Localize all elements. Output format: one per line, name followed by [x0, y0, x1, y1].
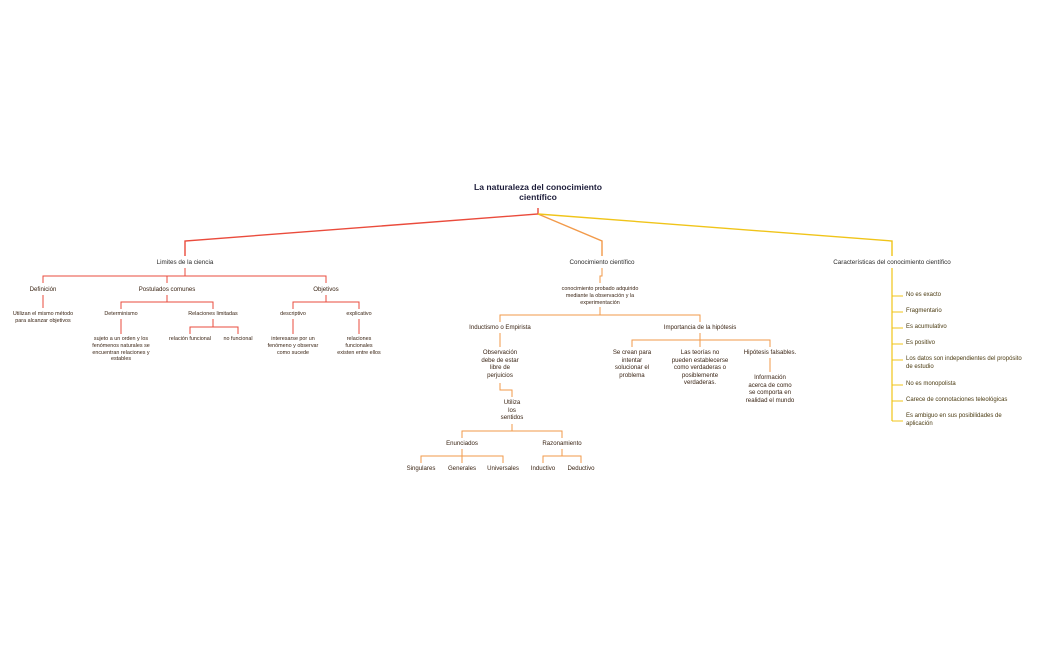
- map-title[interactable]: La naturaleza del conocimiento científic…: [474, 182, 602, 203]
- item-es-ambiguo[interactable]: Es ambiguo en sus posibilidades de aplic…: [906, 413, 1002, 427]
- node-se-crean[interactable]: Se crean para intentar solucionar el pro…: [612, 349, 652, 379]
- connector-postulados: [120, 295, 214, 309]
- node-enunciados[interactable]: Enunciados: [446, 440, 478, 447]
- item-no-es-exacto[interactable]: No es exacto: [906, 292, 942, 298]
- node-descriptivo-text[interactable]: interesarse por un fenómeno y observar c…: [267, 336, 319, 356]
- node-conocimiento-def[interactable]: conocimiento probado adquirido mediante …: [561, 286, 639, 306]
- connector-razonamiento: [542, 449, 582, 463]
- node-limites[interactable]: Limites de la ciencia: [156, 259, 214, 266]
- node-definicion-text[interactable]: Utilizan el mismo método para alcanzar o…: [12, 311, 74, 324]
- connector-root-caracteristicas: [537, 213, 893, 256]
- node-deductivo[interactable]: Deductivo: [567, 465, 595, 472]
- node-relacion-funcional[interactable]: relación funcional: [169, 336, 211, 342]
- node-objetivos[interactable]: Objetivos: [313, 286, 339, 293]
- node-las-teorias[interactable]: Las teorías no pueden establecerse como …: [671, 349, 729, 387]
- connector-def-children: [499, 307, 701, 322]
- connector-limites-children: [42, 268, 327, 283]
- node-caracteristicas[interactable]: Características del conocimiento científ…: [833, 259, 951, 266]
- node-determinismo-text[interactable]: sujeto a un orden y los fenómenos natura…: [92, 336, 150, 363]
- node-definicion[interactable]: Definición: [29, 286, 57, 293]
- node-utiliza[interactable]: Utiliza los sentidos: [500, 399, 524, 422]
- node-inductivo[interactable]: Inductivo: [530, 465, 556, 472]
- node-inductismo[interactable]: Inductismo o Empirista: [469, 324, 531, 331]
- connector-enunciados: [420, 449, 504, 463]
- connector-objetivos: [292, 295, 360, 309]
- item-datos-independientes[interactable]: Los datos son independientes del propósi…: [906, 356, 1022, 370]
- node-no-funcional[interactable]: no funcional: [223, 336, 253, 342]
- connector-root-conocimiento: [537, 213, 603, 256]
- item-es-positivo[interactable]: Es positivo: [906, 340, 936, 346]
- node-observacion[interactable]: Observación debe de estar libre de perju…: [481, 349, 519, 379]
- node-conocimiento[interactable]: Conocimiento científico: [569, 259, 635, 266]
- node-importancia[interactable]: Importancia de la hipótesis: [663, 324, 737, 331]
- node-explicativo[interactable]: explicativo: [346, 311, 372, 317]
- node-explicativo-text[interactable]: relaciones funcionales existen entre ell…: [337, 336, 381, 356]
- node-informacion[interactable]: Información acerca de como se comporta e…: [745, 374, 795, 404]
- item-carece-connotaciones[interactable]: Carece de connotaciones teleológicas: [906, 397, 1008, 403]
- connector-utiliza: [461, 424, 563, 438]
- item-es-acumulativo[interactable]: Es acumulativo: [906, 324, 947, 330]
- node-determinismo[interactable]: Determinismo: [104, 311, 138, 317]
- node-postulados[interactable]: Postulados comunes: [138, 286, 196, 293]
- connector-observacion: [499, 383, 513, 397]
- connector-conocimiento-def: [599, 268, 603, 283]
- item-no-es-monopolista[interactable]: No es monopolista: [906, 381, 956, 387]
- connector-root-limites: [184, 208, 539, 256]
- node-relaciones[interactable]: Relaciones limitadas: [188, 311, 238, 317]
- node-hipotesis-falsables[interactable]: Hipótesis falsables.: [743, 349, 797, 356]
- node-singulares[interactable]: Singulares: [406, 465, 436, 472]
- node-descriptivo[interactable]: descriptivo: [280, 311, 306, 317]
- connector-relaciones: [189, 319, 239, 334]
- item-fragmentario[interactable]: Fragmentario: [906, 308, 942, 314]
- node-generales[interactable]: Generales: [447, 465, 477, 472]
- connector-importancia: [631, 333, 771, 347]
- node-razonamiento[interactable]: Razonamiento: [542, 440, 582, 447]
- node-universales[interactable]: Universales: [487, 465, 519, 472]
